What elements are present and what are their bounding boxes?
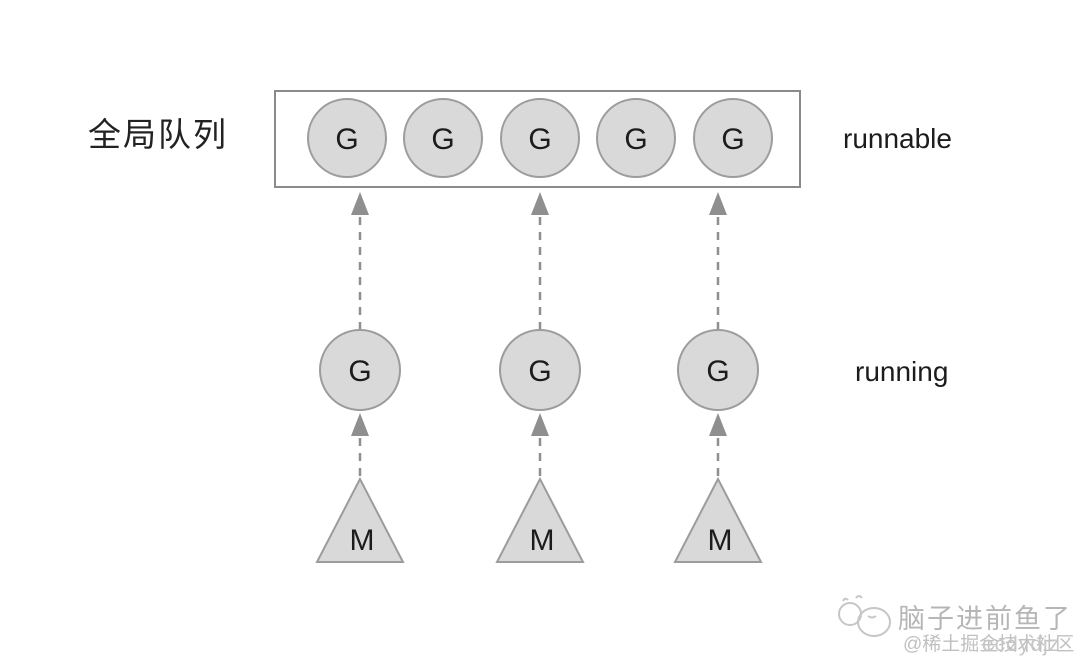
arrowhead-up-icon	[709, 192, 727, 215]
global-queue-label: 全局队列	[88, 116, 228, 153]
arrowhead-up-icon	[709, 413, 727, 436]
arrowhead-up-icon	[531, 192, 549, 215]
machine-to-running-arrows	[358, 436, 720, 476]
goroutine-label: G	[706, 355, 729, 388]
goroutine-node	[693, 98, 773, 178]
machine-to-running-arrowheads	[351, 413, 727, 436]
goroutine-label: G	[335, 123, 358, 156]
machine-threads: M M M	[315, 476, 763, 563]
goroutine-node	[677, 329, 759, 411]
running-to-queue-arrows	[358, 215, 720, 330]
machine-label: M	[708, 524, 733, 557]
machine-label: M	[530, 524, 555, 557]
goroutine-node	[319, 329, 401, 411]
goroutine-node	[596, 98, 676, 178]
goroutine-label: G	[721, 123, 744, 156]
arrowhead-up-icon	[531, 413, 549, 436]
goroutine-label: G	[528, 123, 551, 156]
watermark-brand-text: 脑子进前鱼了	[898, 604, 1072, 634]
goroutine-label: G	[348, 355, 371, 388]
running-to-queue-arrowheads	[351, 192, 727, 215]
goroutine-node	[500, 98, 580, 178]
fish-doodle-icon	[838, 595, 891, 637]
running-state-label: running	[855, 356, 948, 387]
watermark-handle-text: @稀土掘金技术社区	[903, 633, 1074, 655]
goroutine-label: G	[624, 123, 647, 156]
arrowhead-up-icon	[351, 192, 369, 215]
goroutine-label: G	[431, 123, 454, 156]
machine-node	[315, 476, 405, 563]
goroutine-node	[307, 98, 387, 178]
goroutine-label: G	[528, 355, 551, 388]
arrowhead-up-icon	[351, 413, 369, 436]
goroutine-node	[403, 98, 483, 178]
watermark: 脑子进前鱼了 @稀土掘金技术社区 ecdydjz	[838, 595, 1074, 656]
machine-node	[495, 476, 585, 563]
machine-label: M	[350, 524, 375, 557]
runnable-goroutines: G G G G G	[307, 98, 773, 178]
goroutine-node	[499, 329, 581, 411]
watermark-overlay-text: ecdydjz	[982, 633, 1060, 656]
machine-node	[673, 476, 763, 563]
runnable-state-label: runnable	[843, 123, 952, 154]
running-goroutines: G G G	[319, 329, 759, 411]
